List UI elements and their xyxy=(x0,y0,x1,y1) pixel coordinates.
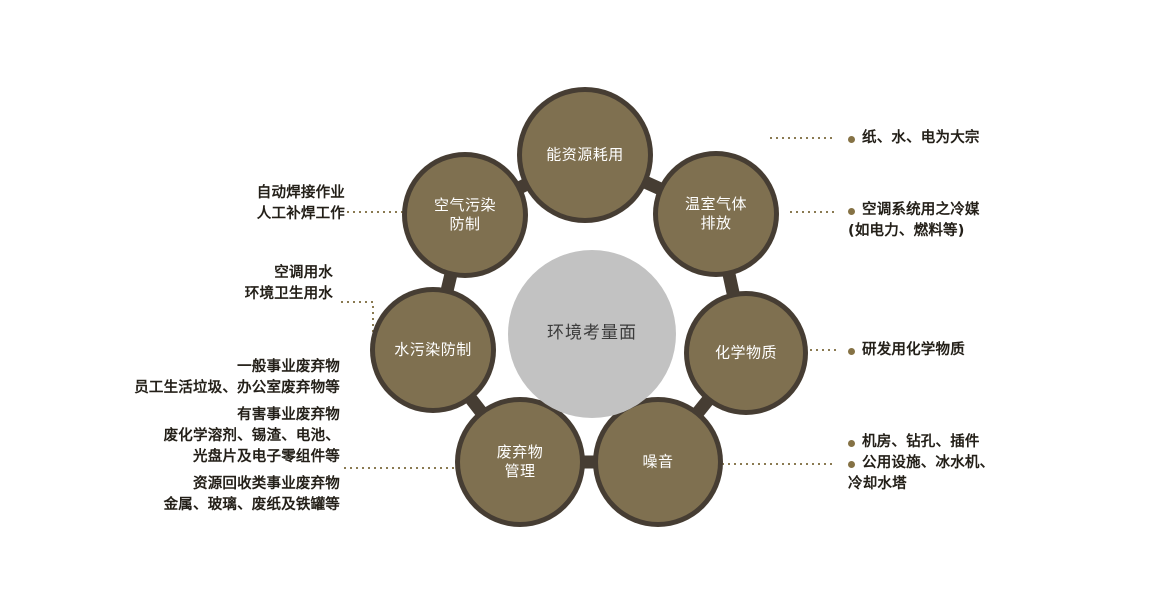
petal-fill-air[interactable] xyxy=(407,157,523,273)
callout-item-subtext: 冷却水塔 xyxy=(848,476,907,493)
callout-item-subtext: (如电力、燃料等) xyxy=(848,223,965,240)
callout-item-subtext: 光盘片及电子零组件等 xyxy=(193,449,340,466)
callout-item: 人工补焊工作 xyxy=(0,204,345,225)
callout-item-text: 一般事业废弃物 xyxy=(237,359,340,375)
petal-label-energy: 能资源耗用 xyxy=(546,145,624,164)
callout-item: 公用设施、冰水机、 xyxy=(848,453,994,474)
petal-label-waste: 废弃物 管理 xyxy=(496,442,544,480)
petal-fill-waste[interactable] xyxy=(460,402,580,522)
hub-disc xyxy=(508,250,676,418)
callout-item-text: 资源回收类事业废弃物 xyxy=(193,476,340,493)
hub-label: 环境考量面 xyxy=(547,323,637,344)
petal-fill-noise[interactable] xyxy=(598,402,718,522)
callout-item: 研发用化学物质 xyxy=(848,340,965,361)
callout-item-text: 空调系统用之冷媒 xyxy=(862,202,980,218)
callout-item-subtext: 员工生活垃圾、办公室废弃物等 xyxy=(134,380,340,397)
callout-item: 自动焊接作业 xyxy=(0,183,345,204)
bullet-dot-icon xyxy=(848,461,855,469)
petal-air[interactable] xyxy=(407,157,523,273)
petal-fill-water[interactable] xyxy=(375,292,491,408)
bullet-dot-icon xyxy=(848,136,855,143)
energy-callout: 纸、水、电为大宗 xyxy=(848,128,980,149)
callout-item-text: 纸、水、电为大宗 xyxy=(862,130,980,146)
callout-item-text: 环境卫生用水 xyxy=(244,286,333,303)
petal-label-chemical: 化学物质 xyxy=(714,343,778,362)
noise-callout: 机房、钻孔、插件公用设施、冰水机、冷却水塔 xyxy=(848,432,994,495)
callout-item-text: 机房、钻孔、插件 xyxy=(862,434,980,450)
petal-ghg[interactable] xyxy=(658,156,774,272)
callout-item-text: 公用设施、冰水机、 xyxy=(862,455,995,472)
petal-energy[interactable] xyxy=(522,92,648,218)
chemical-callout: 研发用化学物质 xyxy=(848,340,965,361)
callout-item-text: 自动焊接作业 xyxy=(256,185,345,201)
callout-item-subtext: 金属、玻璃、废纸及铁罐等 xyxy=(163,497,340,514)
bullet-dot-icon xyxy=(848,440,855,447)
connector-water-callout xyxy=(341,301,374,336)
petal-noise[interactable] xyxy=(598,402,718,522)
petal-waste[interactable] xyxy=(460,402,580,522)
petal-label-water: 水污染防制 xyxy=(394,340,472,359)
petal-label-air: 空气污染 防制 xyxy=(433,195,497,233)
callout-item: 资源回收类事业废弃物 xyxy=(0,474,340,495)
callout-item-subtext: 废化学溶剂、锡渣、电池、 xyxy=(163,428,340,445)
petal-label-noise: 噪音 xyxy=(642,452,674,471)
petal-water[interactable] xyxy=(375,292,491,408)
callout-item: 有害事业废弃物 xyxy=(0,405,340,426)
petal-chemical[interactable] xyxy=(689,296,803,410)
air-callout: 自动焊接作业人工补焊工作 xyxy=(0,183,345,225)
callout-item: 环境卫生用水 xyxy=(0,284,333,305)
callout-item: 一般事业废弃物 xyxy=(0,357,340,378)
petal-label-ghg: 温室气体 排放 xyxy=(684,194,748,232)
petal-ring xyxy=(370,87,808,527)
hub-circle xyxy=(508,250,676,418)
ghg-callout: 空调系统用之冷媒 (如电力、燃料等) xyxy=(848,200,980,242)
callout-item-text: 有害事业废弃物 xyxy=(237,407,340,424)
water-callout: 空调用水环境卫生用水 xyxy=(0,263,333,305)
bullet-dot-icon xyxy=(848,348,855,355)
callout-item: 纸、水、电为大宗 xyxy=(848,128,980,149)
callout-item-text: 研发用化学物质 xyxy=(862,342,965,358)
waste-callout: 一般事业废弃物员工生活垃圾、办公室废弃物等有害事业废弃物废化学溶剂、锡渣、电池、… xyxy=(0,357,340,516)
petal-fill-ghg[interactable] xyxy=(658,156,774,272)
callout-item: 空调系统用之冷媒 xyxy=(848,200,980,221)
callout-item-text: 人工补焊工作 xyxy=(256,206,345,223)
callout-item: 机房、钻孔、插件 xyxy=(848,432,994,453)
callout-item-text: 空调用水 xyxy=(274,265,333,281)
petal-fill-energy[interactable] xyxy=(522,92,648,218)
petal-fill-chemical[interactable] xyxy=(689,296,803,410)
bullet-dot-icon xyxy=(848,208,855,215)
connector-lines xyxy=(341,137,836,469)
callout-item: 空调用水 xyxy=(0,263,333,284)
